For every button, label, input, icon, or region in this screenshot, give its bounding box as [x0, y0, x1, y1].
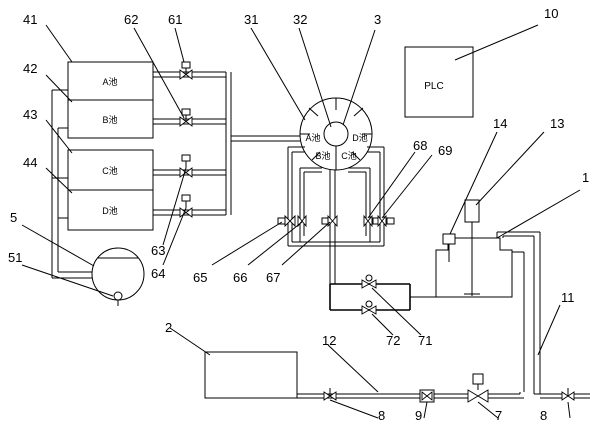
- callout-10: 10: [544, 6, 558, 21]
- tank-d: D池: [67, 189, 154, 231]
- rotary-distributor: A池 D池 B池 C池: [299, 97, 373, 171]
- callout-8-right: 8: [540, 408, 547, 423]
- callout-7: 7: [495, 408, 502, 423]
- callout-32: 32: [293, 12, 307, 27]
- callout-41: 41: [23, 12, 37, 27]
- rotor-label-a: A池: [305, 132, 320, 143]
- tank-d-label: D池: [102, 205, 118, 216]
- pump-7: [467, 373, 489, 403]
- plc-box: PLC: [404, 46, 474, 118]
- callout-numbers: 41 42 43 44 5 51 61 62 63 64 65 66 67 68…: [8, 6, 589, 423]
- valve-64: [179, 194, 193, 218]
- distributor-pipes: [287, 146, 385, 284]
- valve-68: [363, 214, 380, 228]
- callout-65: 65: [193, 270, 207, 285]
- valve-67: [321, 214, 338, 228]
- tank-outlet-pipes: [153, 71, 300, 216]
- rotor-label-c: C池: [341, 150, 357, 161]
- valve-66: [297, 214, 307, 228]
- plc-label: PLC: [424, 81, 443, 92]
- tank-a-label: A池: [102, 76, 117, 87]
- leader-lines: [21, 24, 581, 419]
- rotor-label-d: D池: [352, 132, 368, 143]
- tank-c: C池: [67, 149, 154, 191]
- callout-5: 5: [10, 210, 17, 225]
- callout-9: 9: [415, 408, 422, 423]
- callout-8-left: 8: [378, 408, 385, 423]
- callout-12: 12: [322, 333, 336, 348]
- tank-5: [91, 247, 145, 306]
- bottom-pipeline: [434, 392, 590, 399]
- mixing-tank: [435, 199, 541, 394]
- valve-63: [179, 154, 193, 178]
- callout-1: 1: [582, 170, 589, 185]
- callout-2: 2: [165, 320, 172, 335]
- valve-8-right: [561, 388, 575, 401]
- callout-67: 67: [266, 270, 280, 285]
- callout-13: 13: [550, 116, 564, 131]
- callout-62: 62: [124, 12, 138, 27]
- callout-51: 51: [8, 250, 22, 265]
- callout-71: 71: [418, 333, 432, 348]
- tank-c-label: C池: [102, 165, 118, 176]
- tank-2: [204, 351, 420, 399]
- callout-42: 42: [23, 61, 37, 76]
- callout-44: 44: [23, 155, 37, 170]
- callout-3: 3: [374, 12, 381, 27]
- callout-66: 66: [233, 270, 247, 285]
- valve-62: [179, 108, 193, 127]
- callout-72: 72: [386, 333, 400, 348]
- valve-8-left: [323, 388, 337, 401]
- callout-43: 43: [23, 107, 37, 122]
- valve-65: [277, 214, 296, 228]
- callout-31: 31: [244, 12, 258, 27]
- valve-69: [377, 214, 395, 228]
- callout-11: 11: [561, 290, 575, 305]
- callout-61: 61: [168, 12, 182, 27]
- callout-63: 63: [151, 243, 165, 258]
- callout-64: 64: [151, 266, 165, 281]
- callout-14: 14: [493, 116, 507, 131]
- tank-b-label: B池: [102, 114, 117, 125]
- tank-b: B池: [67, 99, 154, 139]
- rotor-label-b: B池: [315, 150, 330, 161]
- valve-61: [179, 61, 193, 80]
- callout-68: 68: [413, 138, 427, 153]
- flowmeter-9: [419, 389, 435, 403]
- pump-group: [329, 274, 436, 315]
- tank-a: A池: [67, 61, 154, 101]
- callout-69: 69: [438, 143, 452, 158]
